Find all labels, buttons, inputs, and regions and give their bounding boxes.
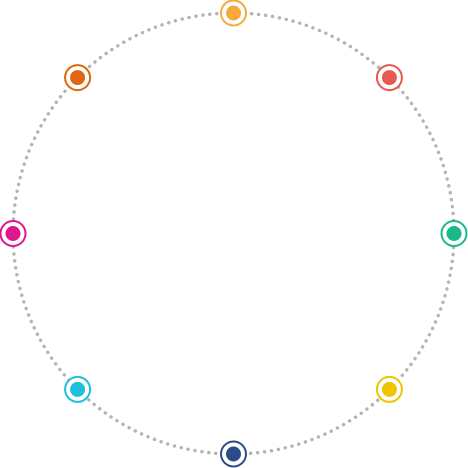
node-bottom-right [375, 375, 403, 403]
node-top-right [375, 64, 403, 92]
node-bottom [220, 440, 247, 468]
node-dot-left [5, 226, 21, 241]
node-dot-bottom [226, 446, 241, 462]
node-dot-bottom-left [70, 381, 86, 397]
node-dot-top-right [381, 70, 397, 86]
node-left [0, 220, 27, 247]
node-bottom-left [64, 375, 92, 403]
node-dot-right [446, 226, 462, 241]
node-top-left [64, 64, 92, 92]
node-dot-bottom-right [381, 381, 397, 397]
node-dot-top-left [70, 70, 86, 86]
node-right [440, 220, 468, 247]
node-dot-top [226, 5, 241, 21]
node-top [220, 0, 247, 27]
